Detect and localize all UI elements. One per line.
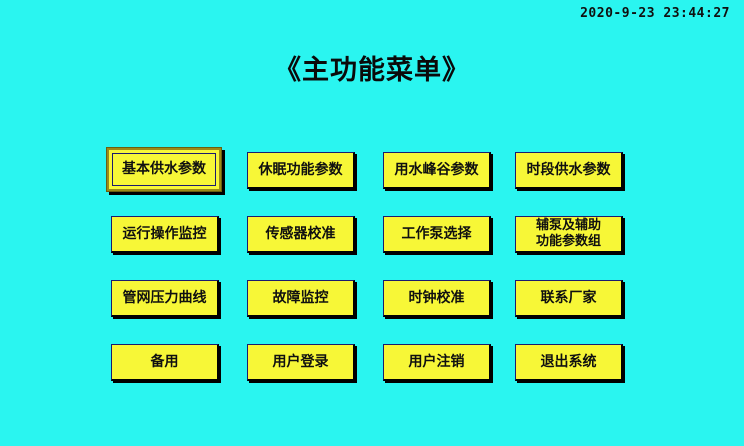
menu-button-working-pump-selection[interactable]: 工作泵选择 [383, 216, 491, 253]
page-title: 《主功能菜单》 [274, 55, 470, 86]
menu-button-operation-monitoring[interactable]: 运行操作监控 [111, 216, 219, 253]
menu-button-user-login[interactable]: 用户登录 [247, 344, 355, 381]
menu-row-4: 备用 用户登录 用户注销 退出系统 [111, 344, 623, 408]
menu-button-exit-system[interactable]: 退出系统 [515, 344, 623, 381]
menu-button-label: 用户注销 [408, 353, 465, 370]
menu-button-basic-water-supply-params[interactable]: 基本供水参数 [109, 150, 219, 189]
menu-button-label: 时钟校准 [408, 289, 465, 306]
menu-button-label: 备用 [150, 353, 179, 370]
menu-button-fault-monitoring[interactable]: 故障监控 [247, 280, 355, 317]
menu-button-timed-water-supply-params[interactable]: 时段供水参数 [515, 152, 623, 189]
menu-button-label: 用户登录 [272, 353, 329, 370]
menu-button-label: 退出系统 [540, 353, 597, 370]
menu-button-label: 辅泵及辅助 功能参数组 [535, 218, 601, 249]
menu-row-2: 运行操作监控 传感器校准 工作泵选择 辅泵及辅助 功能参数组 [111, 216, 623, 280]
menu-button-clock-calibration[interactable]: 时钟校准 [383, 280, 491, 317]
menu-button-label: 联系厂家 [540, 289, 597, 306]
menu-button-water-peak-valley-params[interactable]: 用水峰谷参数 [383, 152, 491, 189]
menu-button-spare[interactable]: 备用 [111, 344, 219, 381]
menu-button-contact-manufacturer[interactable]: 联系厂家 [515, 280, 623, 317]
menu-button-sensor-calibration[interactable]: 传感器校准 [247, 216, 355, 253]
menu-button-grid: 基本供水参数 休眠功能参数 用水峰谷参数 时段供水参数 运行操作监控 传感器校准… [109, 150, 623, 408]
menu-button-label: 休眠功能参数 [258, 161, 343, 178]
menu-button-pipe-network-pressure-curve[interactable]: 管网压力曲线 [111, 280, 219, 317]
menu-button-label: 用水峰谷参数 [394, 161, 479, 178]
menu-button-label: 运行操作监控 [122, 225, 207, 242]
menu-button-label: 工作泵选择 [401, 225, 472, 242]
menu-button-label: 故障监控 [272, 289, 329, 306]
menu-row-3: 管网压力曲线 故障监控 时钟校准 联系厂家 [111, 280, 623, 344]
menu-button-sleep-function-params[interactable]: 休眠功能参数 [247, 152, 355, 189]
menu-button-label: 管网压力曲线 [122, 289, 207, 306]
datetime-display: 2020-9-23 23:44:27 [580, 6, 730, 21]
menu-button-label: 基本供水参数 [122, 161, 206, 177]
menu-row-1: 基本供水参数 休眠功能参数 用水峰谷参数 时段供水参数 [109, 150, 623, 216]
menu-button-user-logout[interactable]: 用户注销 [383, 344, 491, 381]
menu-button-label: 时段供水参数 [526, 161, 611, 178]
menu-button-label: 传感器校准 [265, 225, 336, 242]
menu-button-auxiliary-pump-params[interactable]: 辅泵及辅助 功能参数组 [515, 216, 623, 253]
